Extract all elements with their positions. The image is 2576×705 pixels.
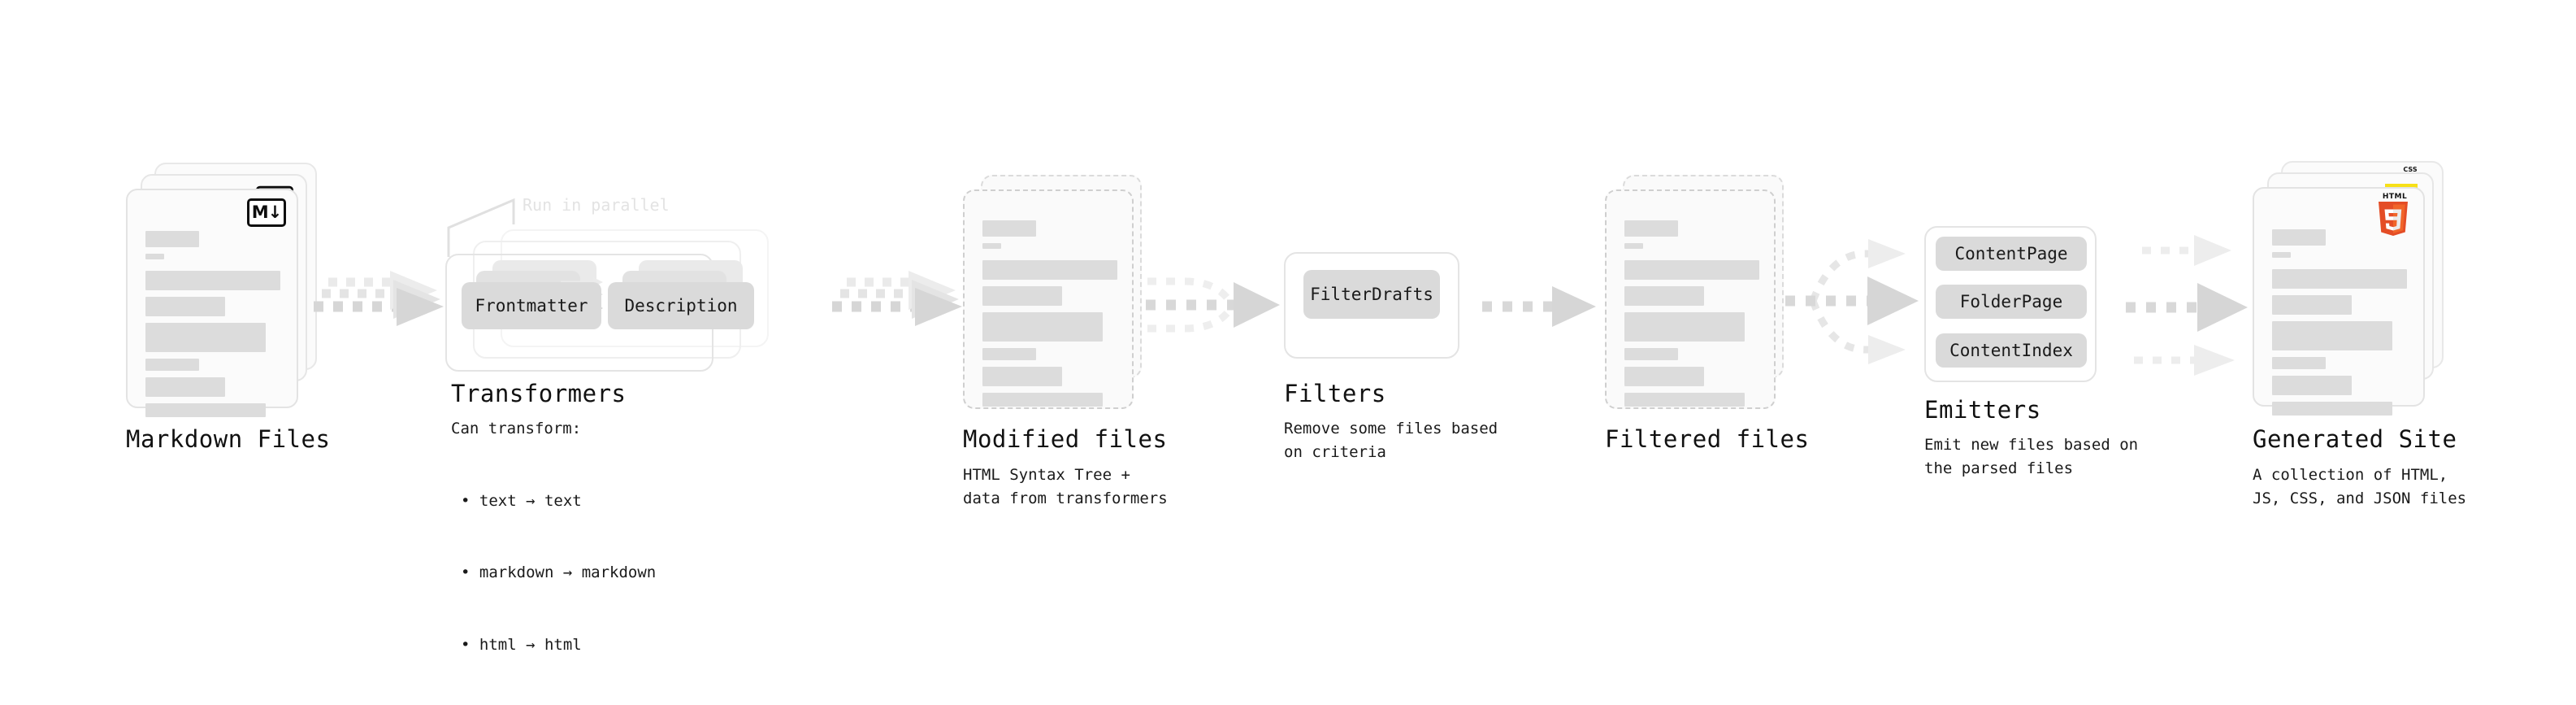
- emitter-node-label: FolderPage: [1959, 292, 2063, 311]
- emitters-description: Emit new files based on the parsed files: [1924, 436, 2139, 478]
- doc-placeholder-bar: [145, 403, 266, 417]
- transformers-bullet-item: • markdown → markdown: [461, 564, 657, 582]
- connector-markdown-to-transformers: [309, 268, 447, 333]
- doc-placeholder-bar: [145, 377, 225, 397]
- doc-placeholder-bar: [982, 220, 1036, 237]
- html5-badge: HTML: [2376, 194, 2413, 236]
- doc-placeholder-bar: [145, 359, 199, 371]
- doc-placeholder-bar: [2272, 252, 2291, 258]
- connector-emitters-to-site: [2113, 233, 2251, 379]
- transformer-node-label: Description: [624, 296, 738, 316]
- doc-placeholder-bar: [2272, 402, 2392, 416]
- filter-node-filterdrafts[interactable]: FilterDrafts: [1303, 270, 1440, 319]
- modified-card-front: [963, 189, 1134, 409]
- converging-arrow-icon: [1146, 277, 1280, 333]
- transformer-node-label: Frontmatter: [475, 296, 588, 316]
- doc-placeholder-bar: [982, 393, 1103, 407]
- doc-placeholder-bar: [982, 243, 1001, 249]
- doc-placeholder-bar: [145, 271, 280, 290]
- html5-shield-icon: [2379, 202, 2408, 236]
- emitter-node-label: ContentIndex: [1949, 341, 2073, 360]
- modified-files-description: HTML Syntax Tree + data from transformer…: [963, 466, 1168, 508]
- css-badge-label: CSS: [2403, 166, 2418, 173]
- doc-placeholder-bar: [2272, 229, 2326, 246]
- emitter-node-contentindex[interactable]: ContentIndex: [1936, 333, 2087, 368]
- doc-placeholder-bar: [982, 312, 1103, 342]
- html5-wordmark: HTML: [2382, 193, 2408, 201]
- connector-filtered-to-emitters: [1784, 237, 1922, 368]
- doc-placeholder-bar: [2272, 376, 2352, 395]
- doc-placeholder-bar: [1624, 243, 1643, 249]
- doc-placeholder-bar: [2272, 295, 2352, 315]
- doc-placeholder-bar: [2272, 269, 2407, 289]
- pipeline-diagram: M↓ M↓ M↓ Markdown Files: [126, 161, 2467, 654]
- transformer-node-description[interactable]: Description: [608, 282, 754, 329]
- transformers-bullet-item: • text → text: [461, 491, 582, 510]
- emitter-node-label: ContentPage: [1954, 244, 2068, 263]
- doc-placeholder-bar: [145, 297, 225, 316]
- stage-title-generated-site: Generated Site: [2253, 425, 2457, 453]
- doc-placeholder-bar: [1624, 367, 1704, 386]
- diverging-arrow-icon: [1785, 239, 1919, 364]
- doc-placeholder-bar: [1624, 312, 1745, 342]
- stage-title-markdown-files: Markdown Files: [126, 425, 331, 453]
- markdown-card-front: M↓: [126, 189, 298, 417]
- run-in-parallel-annotation: Run in parallel: [523, 195, 670, 215]
- stage-title-filtered-files: Filtered files: [1605, 425, 1810, 453]
- connector-filters-to-filtered: [1477, 286, 1599, 335]
- stage-title-emitters: Emitters: [1924, 396, 2041, 424]
- emitter-node-folderpage[interactable]: FolderPage: [1936, 285, 2087, 319]
- transformer-node-frontmatter[interactable]: Frontmatter: [462, 282, 601, 329]
- doc-placeholder-bar: [2272, 357, 2326, 369]
- filters-description: Remove some files based on criteria: [1284, 420, 1498, 462]
- doc-placeholder-bar: [145, 323, 266, 352]
- filter-node-label: FilterDrafts: [1310, 285, 1433, 304]
- doc-placeholder-bar: [1624, 220, 1678, 237]
- dotted-stacked-arrow-icon: [832, 271, 962, 326]
- markdown-badge: M↓: [247, 198, 286, 227]
- parallel-arrows-icon: [2126, 235, 2248, 376]
- stage-title-modified-files: Modified files: [963, 425, 1168, 453]
- filtered-card-front: [1605, 189, 1776, 409]
- doc-placeholder-bar: [2272, 321, 2392, 350]
- doc-placeholder-bar: [982, 367, 1062, 386]
- run-in-parallel-leader-icon: [447, 198, 515, 257]
- transformers-bullet-list: • text → text • markdown → markdown • ht…: [461, 442, 656, 705]
- doc-placeholder-bar: [1624, 260, 1759, 280]
- dotted-arrow-icon: [1482, 286, 1596, 327]
- transformers-bullet-item: • html → html: [461, 635, 582, 654]
- stage-title-filters: Filters: [1284, 380, 1386, 407]
- doc-placeholder-bar: [1624, 348, 1678, 360]
- doc-placeholder-bar: [1624, 286, 1704, 306]
- dotted-stacked-arrow-icon: [314, 271, 444, 326]
- doc-placeholder-bar: [982, 260, 1117, 280]
- stage-title-transformers: Transformers: [451, 380, 627, 407]
- connector-modified-to-filters: [1138, 262, 1284, 351]
- generated-site-description: A collection of HTML, JS, CSS, and JSON …: [2253, 466, 2467, 508]
- doc-placeholder-bar: [145, 254, 164, 259]
- doc-placeholder-bar: [982, 286, 1062, 306]
- doc-placeholder-bar: [145, 231, 199, 247]
- doc-placeholder-bar: [1624, 393, 1745, 407]
- emitter-node-contentpage[interactable]: ContentPage: [1936, 237, 2087, 271]
- site-card-front-html: HTML: [2253, 187, 2425, 416]
- transformers-description: Can transform:: [451, 420, 582, 437]
- connector-transformers-to-modified: [827, 268, 965, 333]
- doc-placeholder-bar: [982, 348, 1036, 360]
